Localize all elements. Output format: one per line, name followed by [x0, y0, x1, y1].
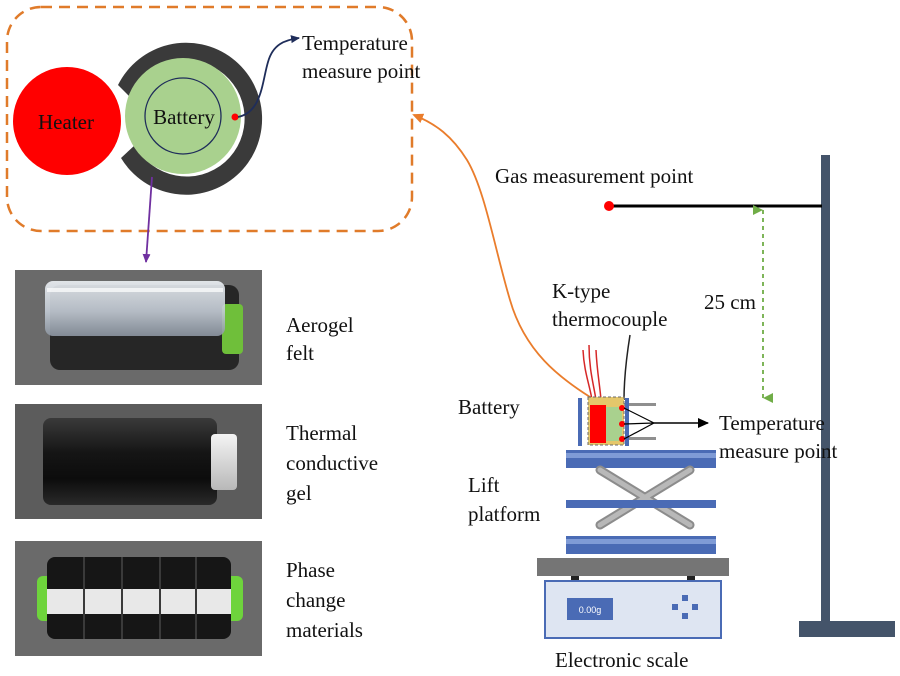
sample-pointer-arrow	[142, 176, 153, 263]
temperature-point-arrow	[237, 35, 300, 118]
thermocouple-wires	[582, 334, 631, 401]
electronic-scale	[537, 558, 729, 639]
gas-measurement-point-label: Gas measurement point	[495, 164, 694, 188]
thermal-conductive-gel-label: Thermal conductive gel	[286, 418, 378, 508]
lift-platform	[566, 450, 716, 554]
distance-label: 25 cm	[704, 290, 756, 314]
setup-temperature-point-label: Temperature measure point	[719, 411, 838, 463]
aerogel-felt-line-1: Aerogel	[286, 313, 354, 337]
electronic-scale-label: Electronic scale	[555, 648, 689, 672]
phase-change-materials-photo	[15, 541, 262, 656]
thermal-conductive-gel-line-2: conductive	[286, 451, 379, 475]
thermal-conductive-gel-line-1: Thermal	[286, 421, 358, 445]
battery-label-setup: Battery	[458, 395, 520, 419]
phase-change-materials-line-1: Phase	[286, 558, 335, 582]
gas-measurement-point-dot	[604, 201, 614, 211]
aerogel-felt-photo	[15, 270, 262, 385]
temperature-lead-lines	[623, 407, 655, 440]
thermal-conductive-gel-photo	[15, 404, 262, 519]
lift-platform-label: Lift platform	[468, 473, 541, 526]
battery-cell	[125, 58, 241, 174]
aerogel-felt-line-2: felt	[286, 341, 314, 365]
battery-label-schematic: Battery	[153, 105, 215, 129]
heater-label: Heater	[38, 110, 94, 134]
stand-pole	[821, 155, 830, 623]
phase-change-materials-line-2: change	[286, 588, 346, 612]
aerogel-felt-label: Aerogel felt	[286, 311, 354, 367]
schematic-temperature-point	[231, 113, 239, 121]
phase-change-materials-line-3: materials	[286, 618, 363, 642]
phase-change-materials-label: Phase change materials	[286, 555, 363, 645]
test-battery-assembly	[578, 396, 656, 446]
stand-base	[799, 621, 895, 637]
heater-disc	[13, 67, 121, 175]
schematic-temperature-point-label: Temperature measure point	[302, 31, 421, 83]
schematic-dashed-frame	[5, 5, 414, 233]
thermocouple-lead-line	[412, 113, 591, 398]
battery-inner-ring	[144, 77, 222, 155]
scale-display	[567, 598, 613, 620]
thermal-conductive-gel-line-3: gel	[286, 481, 312, 505]
scale-readout: 0.00g	[579, 605, 602, 615]
thermocouple-label: K-type thermocouple	[552, 279, 668, 331]
